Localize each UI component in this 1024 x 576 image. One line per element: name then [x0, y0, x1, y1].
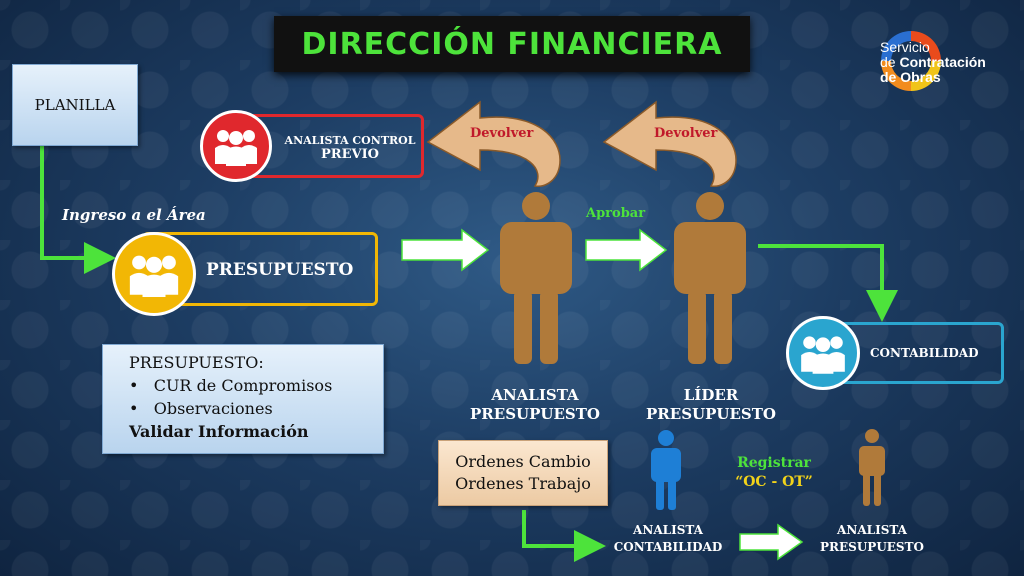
devolver-arrow-2 [602, 100, 737, 188]
control-previo-group-icon [200, 110, 272, 182]
analista-presupuesto-2-line-1: ANALISTA [837, 523, 907, 537]
planilla-label: PLANILLA [34, 96, 116, 114]
planilla-scroll: PLANILLA [12, 64, 138, 146]
analista-contabilidad-line-1: ANALISTA [633, 523, 703, 537]
contabilidad-label: CONTABILIDAD [870, 346, 979, 360]
logo-line-1: Servicio [880, 39, 930, 55]
analista-contabilidad-person-icon [651, 430, 681, 510]
lider-presupuesto-line-2: PRESUPUESTO [646, 405, 776, 423]
analista-presupuesto-label: ANALISTA PRESUPUESTO [452, 386, 618, 424]
analista-presupuesto-small-person-icon [859, 429, 885, 506]
control-previo-line-2: PREVIO [321, 147, 379, 162]
title-banner: DIRECCIÓN FINANCIERA [274, 16, 750, 72]
note-footer: Validar Información [129, 422, 309, 441]
registrar-line-1: Registrar [737, 455, 811, 471]
presupuesto-box-label: PRESUPUESTO [206, 260, 354, 280]
logo-text: Servicio de Contratación de Obras [880, 40, 986, 85]
analista-contabilidad-line-2: CONTABILIDAD [613, 540, 723, 554]
analista-presupuesto-line-2: PRESUPUESTO [470, 405, 600, 423]
arrow-to-lider [585, 228, 668, 272]
logo-line-3: de Obras [880, 69, 941, 85]
devolver-label-1: Devolver [470, 126, 534, 141]
control-previo-label: ANALISTA CONTROL PREVIO [276, 134, 424, 162]
logo-line-2: de Contratación [880, 54, 986, 70]
contabilidad-group-icon [786, 316, 860, 390]
presupuesto-group-icon [112, 232, 196, 316]
note-item-1: • CUR de Compromisos [129, 376, 333, 395]
arrow-to-analista-presupuesto [739, 523, 804, 561]
ordenes-scroll: Ordenes Cambio Ordenes Trabajo [438, 440, 608, 506]
arrow-to-analista [401, 228, 490, 272]
connector-planilla-presupuesto [40, 146, 116, 274]
logo-gear-icon [881, 31, 941, 91]
lider-presupuesto-person-icon [674, 192, 746, 364]
lider-presupuesto-label: LÍDER PRESUPUESTO [628, 386, 794, 424]
analista-presupuesto-person-icon [500, 192, 572, 364]
analista-contabilidad-label: ANALISTA CONTABILIDAD [596, 522, 740, 556]
note-item-2: • Observaciones [129, 399, 273, 418]
registrar-label: Registrar “OC - OT” [716, 454, 832, 492]
analista-presupuesto-line-1: ANALISTA [491, 386, 579, 404]
note-heading: PRESUPUESTO: [129, 353, 264, 372]
connector-ordenes-contabilidad [522, 510, 606, 562]
aprobar-label: Aprobar [586, 206, 646, 221]
devolver-label-2: Devolver [654, 126, 718, 141]
lider-presupuesto-line-1: LÍDER [683, 386, 739, 404]
analista-presupuesto-2-line-2: PRESUPUESTO [820, 540, 924, 554]
analista-presupuesto-2-label: ANALISTA PRESUPUESTO [806, 522, 938, 556]
ordenes-line-2: Ordenes Trabajo [455, 474, 591, 493]
presupuesto-note-scroll: PRESUPUESTO: • CUR de Compromisos • Obse… [102, 344, 384, 454]
page-title: DIRECCIÓN FINANCIERA [301, 26, 723, 62]
connector-lider-contabilidad [758, 244, 898, 322]
devolver-arrow-1 [426, 100, 561, 188]
registrar-line-2: “OC - OT” [735, 474, 813, 490]
ingreso-label: Ingreso a el Área [62, 206, 206, 224]
control-previo-line-1: ANALISTA CONTROL [284, 134, 416, 147]
ordenes-line-1: Ordenes Cambio [455, 452, 591, 471]
